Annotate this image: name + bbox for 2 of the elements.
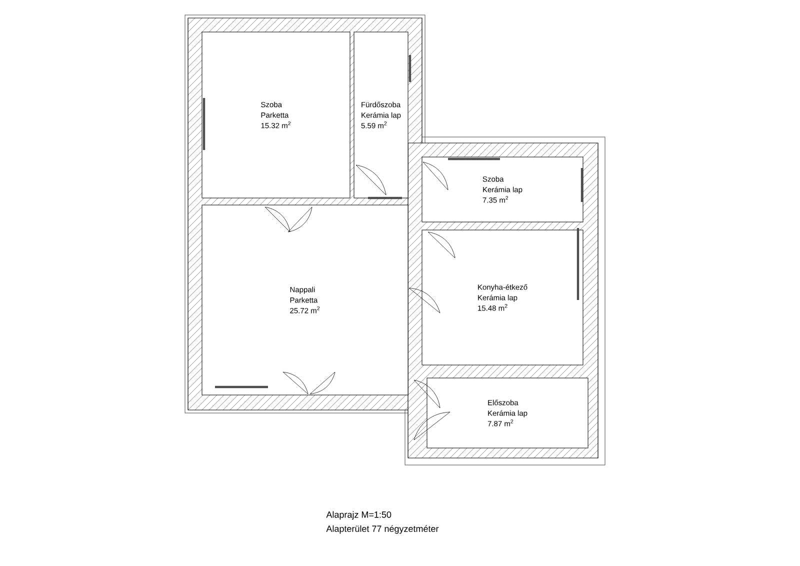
caption-text: Alapterület 77 négyzetméter — [326, 525, 439, 534]
caption-text: Alaprajz M=1:50 — [326, 511, 392, 520]
